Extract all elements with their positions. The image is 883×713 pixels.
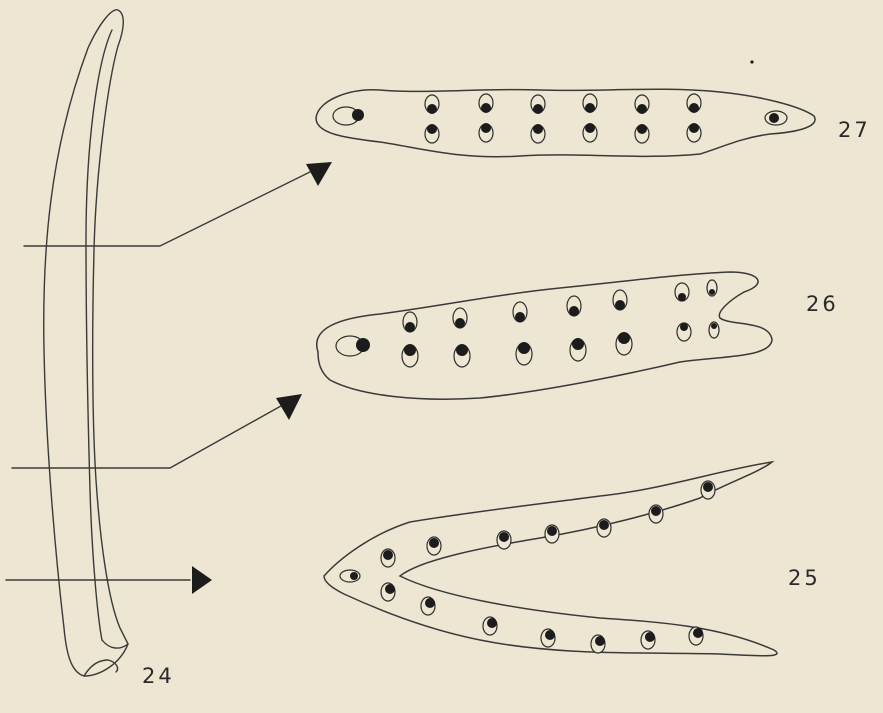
fig26-bundle-upper — [453, 308, 467, 328]
fig25-bundle-upper-arm — [497, 531, 511, 549]
fig25-bundle-lower-arm — [591, 635, 605, 653]
fig27-bundle-upper — [583, 94, 597, 113]
fig27-bundle-lower — [687, 123, 701, 142]
fig27-end-bundle-right — [765, 111, 787, 125]
fig27-bundle-lower — [583, 123, 597, 142]
fig27-bundle-upper — [687, 94, 701, 113]
fig25-end-bundle — [340, 570, 360, 582]
fig27-bundle-upper — [479, 94, 493, 113]
fig27-bundle-upper — [425, 95, 439, 114]
fig26-bundle-upper — [403, 312, 417, 332]
fig26-cross-section — [317, 272, 772, 399]
fig25-bundle-upper-arm — [427, 537, 441, 555]
fig26-bundle-tip — [707, 280, 717, 296]
fig26-bundle-lower — [570, 338, 586, 361]
fig25-label: 25 — [788, 566, 821, 590]
fig27-bundle-lower — [531, 124, 545, 143]
fig26-bundle-upper — [567, 296, 581, 316]
fig26-bundle-upper — [613, 290, 627, 310]
fig26-bundle-lower — [402, 344, 418, 367]
fig25-bundle-upper-arm — [649, 505, 663, 523]
fig26-bundle-upper — [513, 302, 527, 322]
fig27-bundle-lower — [635, 124, 649, 143]
fig26-label: 26 — [806, 292, 839, 316]
fig25-bundle-lower-arm — [421, 597, 435, 615]
fig26-bundle-lower — [454, 344, 470, 367]
plate-speck — [750, 60, 753, 63]
fig26-bundle-tip — [677, 323, 691, 341]
fig27-label: 27 — [838, 118, 871, 142]
fig26-bundle-lower — [616, 332, 632, 355]
section-line-upper — [24, 162, 332, 246]
fig27-bundle-upper — [635, 95, 649, 114]
fig25-bundle-upper-arm — [545, 525, 559, 543]
section-line-middle — [12, 394, 302, 468]
fig27-bundle-upper — [531, 95, 545, 114]
fig27-bundle-lower — [479, 123, 493, 142]
arrow-head-upper-icon — [306, 162, 332, 186]
fig26-bundle-tip — [709, 322, 719, 338]
fig24-outline — [44, 10, 128, 676]
arrow-head-lower-icon — [192, 566, 212, 594]
fig25-bundle-upper-arm — [597, 519, 611, 537]
fig26-bundle-tip — [675, 283, 689, 301]
fig25-bundle-lower-arm — [381, 583, 395, 601]
fig27-bundle-lower — [425, 124, 439, 143]
fig26-bundle-lower — [516, 342, 532, 365]
fig25-cross-section — [324, 462, 777, 656]
fig25-bundle-lower-arm — [541, 629, 555, 647]
fig25-bundle-lower-arm — [689, 627, 703, 645]
fig25-bundle-lower-arm — [641, 631, 655, 649]
fig25-bundle-upper-arm — [701, 481, 715, 499]
fig27-cross-section — [316, 89, 815, 157]
fig25-bundle-lower-arm — [483, 617, 497, 635]
fig24-label: 24 — [142, 664, 175, 688]
fig25-bundle-upper-arm — [381, 549, 395, 567]
